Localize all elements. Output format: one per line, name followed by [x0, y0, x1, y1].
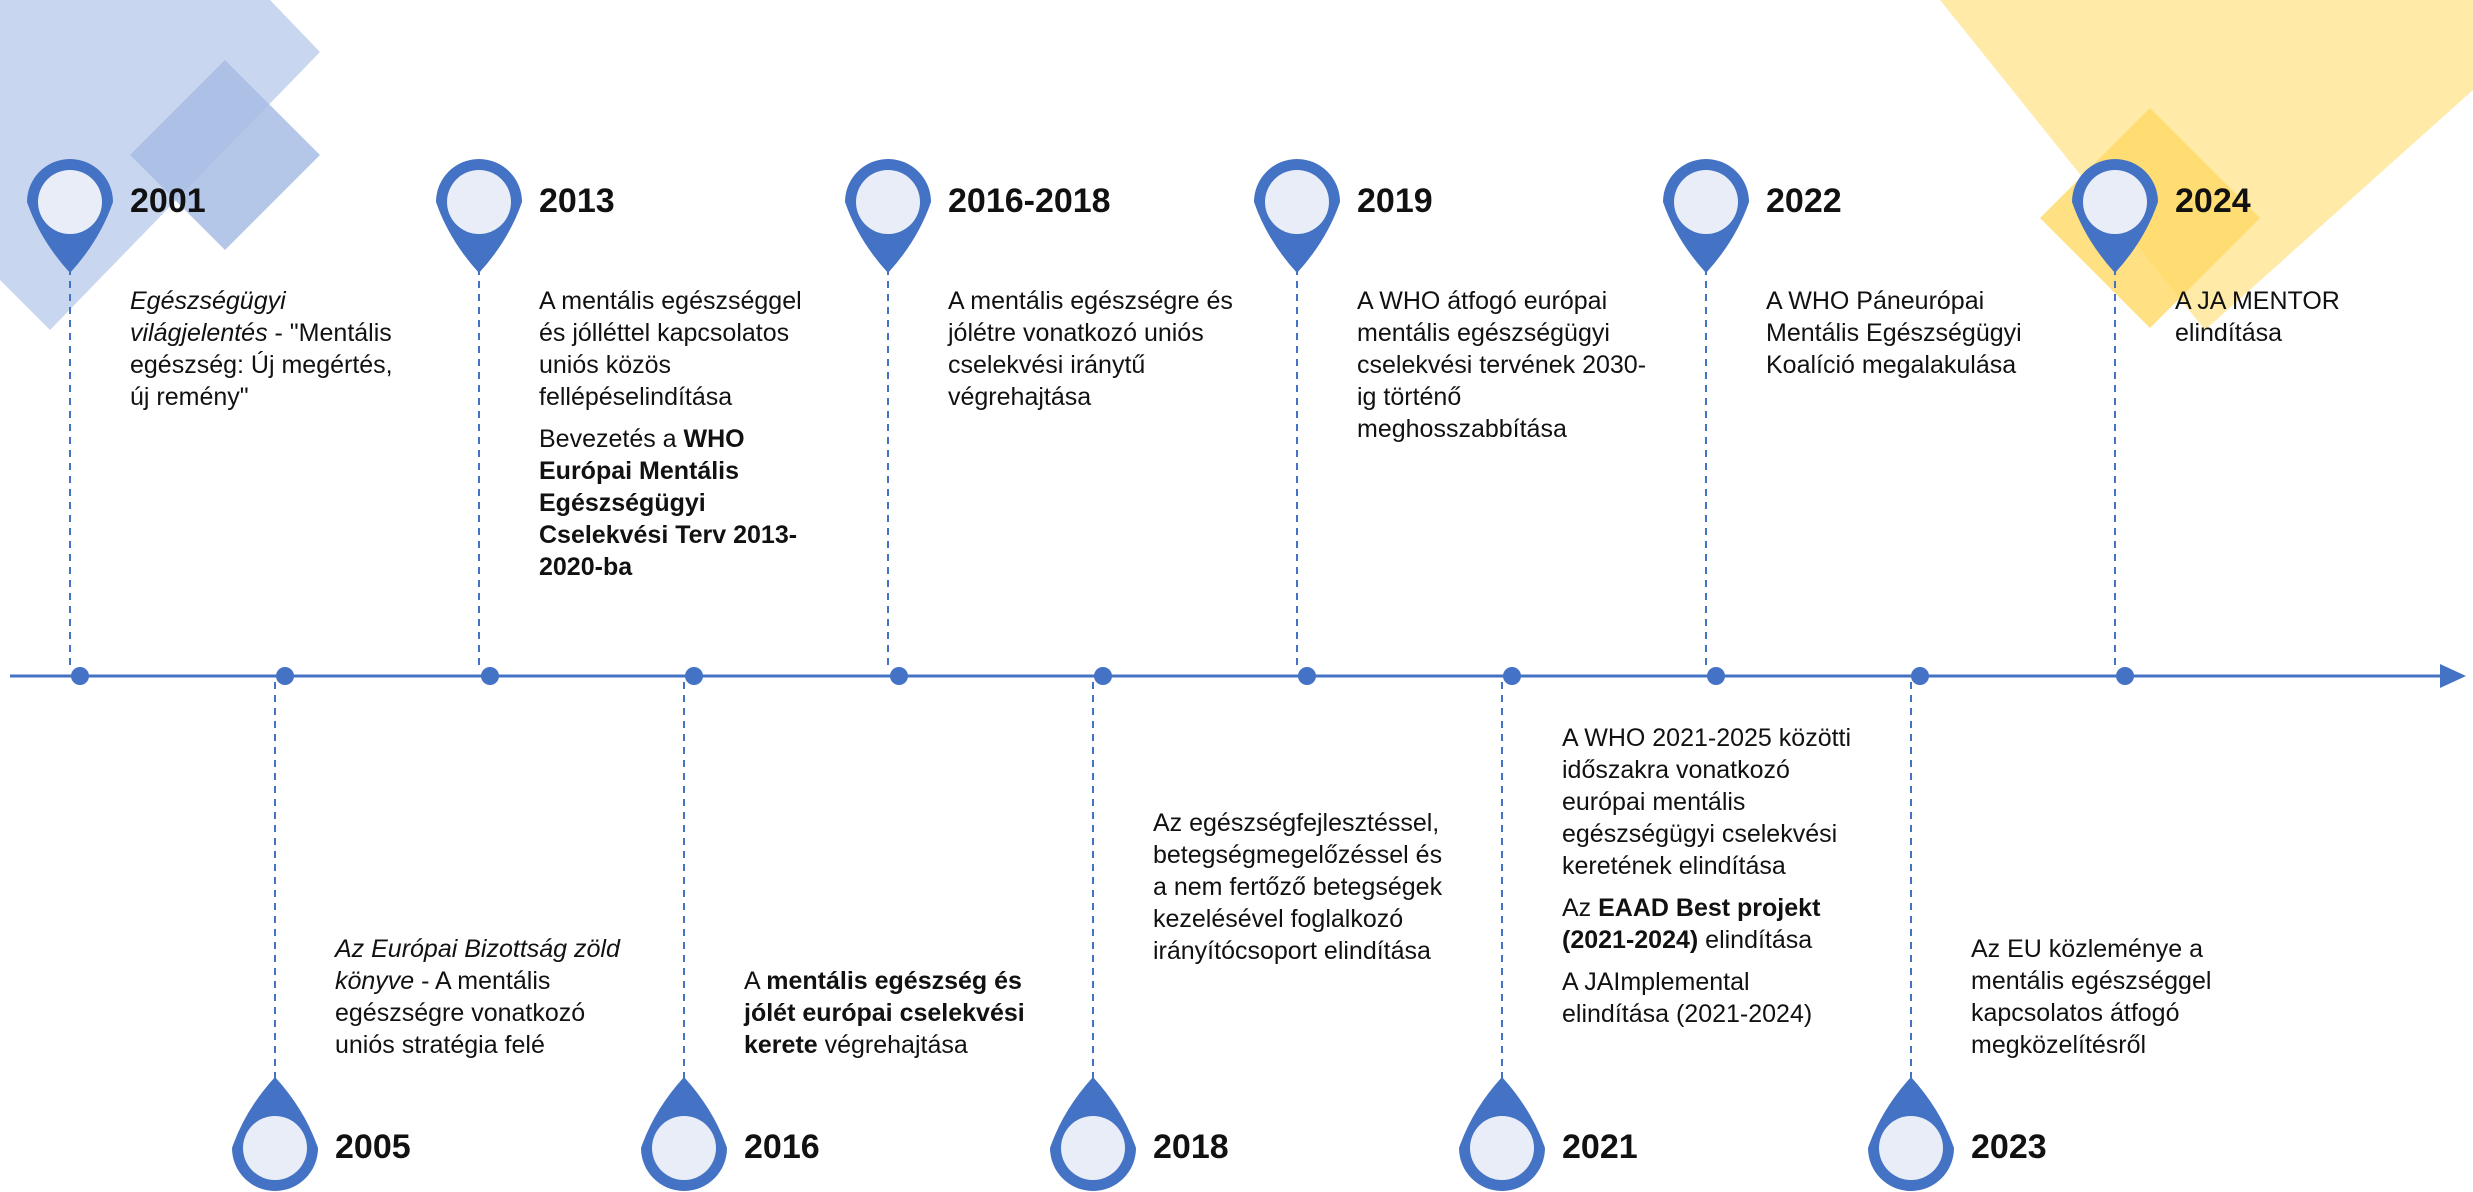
event-year-2016: 2016	[744, 1128, 820, 1166]
event-text: A JAImplemental elindítása (2021-2024)	[1562, 968, 1813, 1028]
event-description-2013: A mentális egészséggel és jólléttel kapc…	[539, 285, 829, 583]
event-text: Egészségügyi világjelentés - "Mentális e…	[130, 287, 393, 411]
event-year-2013: 2013	[539, 182, 615, 220]
axis-dot	[276, 667, 294, 685]
axis-dot	[1503, 667, 1521, 685]
event-description-2024: A JA MENTOR elindítása	[2175, 285, 2375, 349]
event-year-2023: 2023	[1971, 1128, 2047, 1166]
axis-dot	[1094, 667, 1112, 685]
event-year-2001: 2001	[130, 182, 206, 220]
event-year-2021: 2021	[1562, 1128, 1638, 1166]
event-description-2022: A WHO Páneurópai Mentális Egészségügyi K…	[1766, 285, 2056, 381]
event-description-2001: Egészségügyi világjelentés - "Mentális e…	[130, 285, 410, 413]
event-text: A JA MENTOR elindítása	[2175, 287, 2340, 347]
event-text: A WHO átfogó európai mentális egészségüg…	[1357, 287, 1647, 443]
pin-icon-2013	[436, 159, 522, 273]
event-description-2019: A WHO átfogó európai mentális egészségüg…	[1357, 285, 1647, 445]
pin-icon-2023	[1868, 1077, 1954, 1191]
axis-dot	[685, 667, 703, 685]
axis-dot	[1298, 667, 1316, 685]
pin-icon-2001	[27, 159, 113, 273]
event-text: Bevezetés a WHO Európai Mentális Egészsé…	[539, 425, 798, 581]
axis-dot	[2116, 667, 2134, 685]
event-description-2018: Az egészségfejlesztéssel, betegségmegelő…	[1153, 807, 1448, 967]
pin-icon-2016-2018	[845, 159, 931, 273]
event-year-2018: 2018	[1153, 1128, 1229, 1166]
event-text: Az EAAD Best projekt (2021-2024) elindít…	[1562, 894, 1821, 954]
event-description-2016-2018: A mentális egészségre és jólétre vonatko…	[948, 285, 1238, 413]
event-text: A mentális egészséggel és jólléttel kapc…	[539, 287, 802, 411]
pin-icon-2021	[1459, 1077, 1545, 1191]
event-text: A mentális egészségre és jólétre vonatko…	[948, 287, 1233, 411]
event-year-2024: 2024	[2175, 182, 2251, 220]
axis-dot	[71, 667, 89, 685]
pin-icon-2024	[2072, 159, 2158, 273]
event-text: A WHO Páneurópai Mentális Egészségügyi K…	[1766, 287, 2022, 379]
event-description-2021: A WHO 2021-2025 közötti időszakra vonatk…	[1562, 722, 1852, 1030]
event-year-2016-2018: 2016-2018	[948, 182, 1111, 220]
pin-icon-2022	[1663, 159, 1749, 273]
axis-dot	[481, 667, 499, 685]
pin-icon-2005	[232, 1077, 318, 1191]
event-description-2023: Az EU közleménye a mentális egészséggel …	[1971, 933, 2261, 1061]
event-year-2022: 2022	[1766, 182, 1842, 220]
event-text: Az Európai Bizottság zöld könyve - A men…	[335, 935, 620, 1059]
axis-dot	[890, 667, 908, 685]
pin-icon-2016	[641, 1077, 727, 1191]
timeline-arrowhead	[2440, 664, 2466, 688]
event-year-2005: 2005	[335, 1128, 411, 1166]
event-text: A WHO 2021-2025 közötti időszakra vonatk…	[1562, 724, 1852, 880]
axis-dot	[1707, 667, 1725, 685]
event-description-2016: A mentális egészség és jólét európai cse…	[744, 965, 1044, 1061]
event-text: Az EU közleménye a mentális egészséggel …	[1971, 935, 2212, 1059]
deco-blue-small	[130, 60, 320, 250]
axis-dot	[1911, 667, 1929, 685]
event-text: Az egészségfejlesztéssel, betegségmegelő…	[1153, 809, 1443, 965]
event-year-2019: 2019	[1357, 182, 1433, 220]
event-description-2005: Az Európai Bizottság zöld könyve - A men…	[335, 933, 625, 1061]
pin-icon-2018	[1050, 1077, 1136, 1191]
pin-icon-2019	[1254, 159, 1340, 273]
event-text: A mentális egészség és jólét európai cse…	[744, 967, 1025, 1059]
